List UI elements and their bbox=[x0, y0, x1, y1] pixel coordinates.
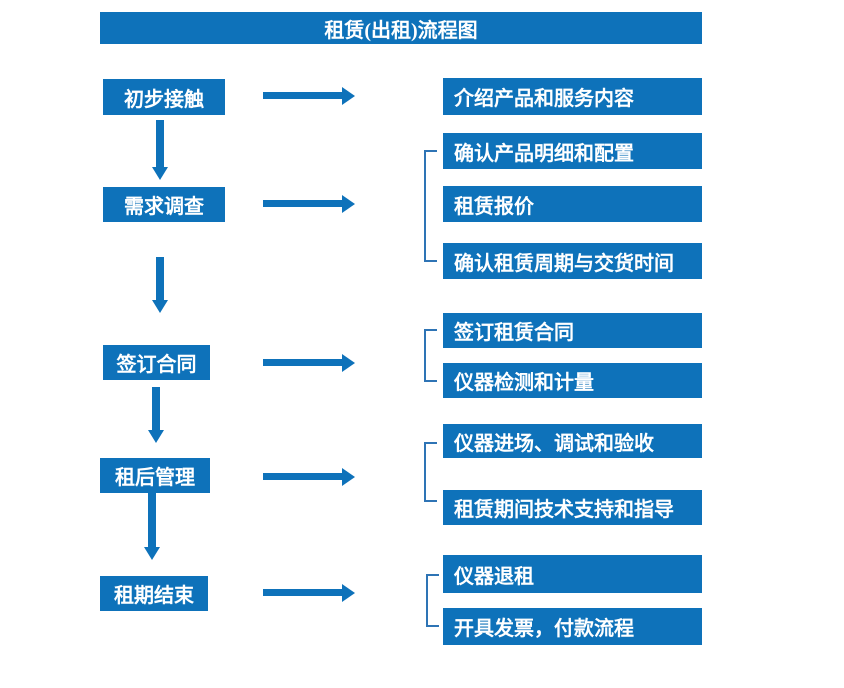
detail-box-introduce-products: 介绍产品和服务内容 bbox=[443, 78, 702, 115]
step-box-sign-contract: 签订合同 bbox=[103, 345, 210, 380]
detail-box-rental-quote: 租赁报价 bbox=[443, 186, 702, 222]
detail-box-instrument-setup: 仪器进场、调试和验收 bbox=[443, 424, 702, 458]
detail-box-instrument-testing: 仪器检测和计量 bbox=[443, 363, 702, 398]
arrow-down-step3-4-icon bbox=[152, 387, 160, 430]
detail-box-instrument-return: 仪器退租 bbox=[443, 555, 702, 593]
detail-box-tech-support: 租赁期间技术支持和指导 bbox=[443, 490, 702, 525]
arrow-right-step2-icon bbox=[263, 200, 342, 207]
detail-box-invoice-payment: 开具发票，付款流程 bbox=[443, 608, 702, 645]
step-box-rental-end: 租期结束 bbox=[100, 576, 208, 611]
bracket-post-rental-group bbox=[424, 442, 437, 502]
arrow-down-step1-2-icon bbox=[156, 120, 164, 167]
bracket-rental-end-group bbox=[426, 574, 439, 627]
flowchart-title: 租赁(出租)流程图 bbox=[324, 19, 478, 42]
step-box-demand-survey: 需求调查 bbox=[103, 187, 225, 222]
arrow-down-step4-5-icon bbox=[148, 493, 156, 547]
bracket-demand-survey-group bbox=[424, 150, 437, 262]
bracket-sign-contract-group bbox=[424, 329, 437, 382]
step-box-post-rental-mgmt: 租后管理 bbox=[100, 458, 210, 493]
arrow-right-step3-icon bbox=[263, 359, 342, 366]
detail-box-sign-rental-contract: 签订租赁合同 bbox=[443, 313, 702, 348]
step-box-initial-contact: 初步接触 bbox=[103, 79, 225, 115]
arrow-right-step1-icon bbox=[263, 92, 342, 99]
arrow-down-step2-3-icon bbox=[156, 257, 164, 300]
flowchart-title-bar: 租赁(出租)流程图 bbox=[100, 12, 702, 44]
arrow-right-step5-icon bbox=[263, 589, 342, 596]
detail-box-confirm-product-spec: 确认产品明细和配置 bbox=[443, 133, 702, 169]
arrow-right-step4-icon bbox=[263, 473, 342, 480]
detail-box-confirm-period: 确认租赁周期与交货时间 bbox=[443, 243, 702, 279]
